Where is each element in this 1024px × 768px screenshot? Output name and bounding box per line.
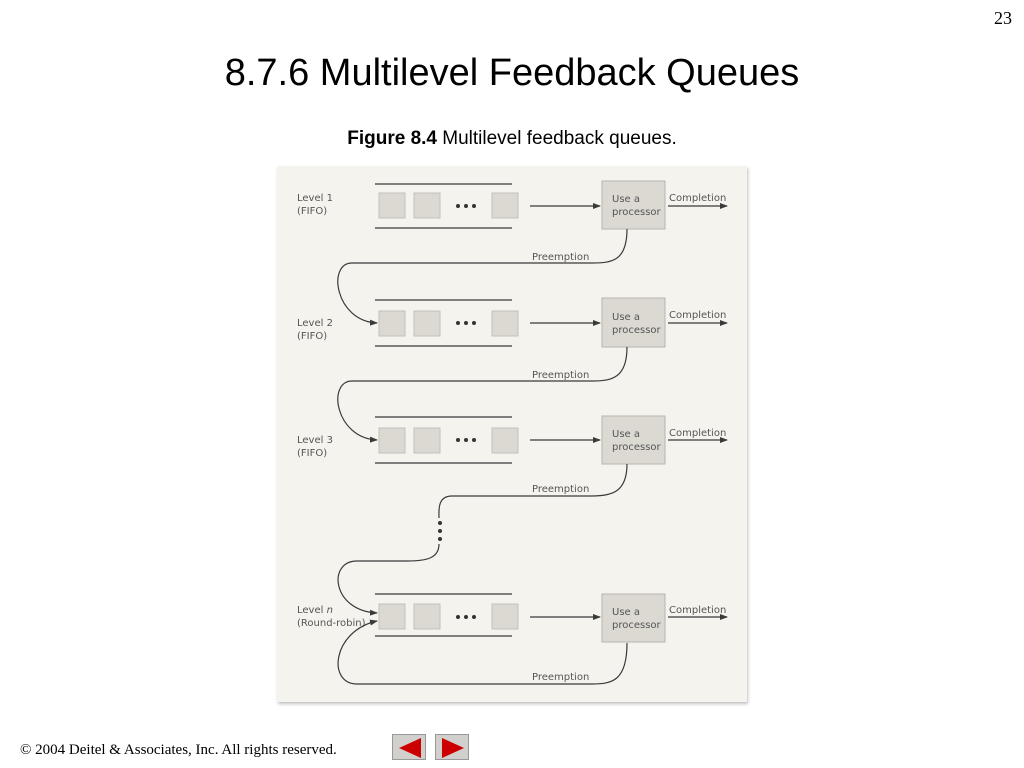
level-1-row: Level 1 (FIFO) Use a processor Completio… <box>297 180 728 326</box>
level-3-queue-slot <box>413 427 441 454</box>
level-n-label: Level n <box>297 605 333 616</box>
multilevel-feedback-queue-figure: Level 1 (FIFO) Use a processor Completio… <box>277 166 747 702</box>
level-3-row: Level 3 (FIFO) Use a processor Completio… <box>297 415 728 519</box>
level-1-policy: (FIFO) <box>297 206 327 217</box>
level-3-preemption-label: Preemption <box>532 484 589 495</box>
copyright-text: 2004 Deitel & Associates, Inc. All right… <box>31 742 337 758</box>
level-n-queue-slot <box>378 603 406 630</box>
level-3-ellipsis-icon <box>456 438 476 442</box>
level-n-queue-slot <box>413 603 441 630</box>
level-n-processor-box <box>601 593 666 643</box>
copyright-footer: © 2004 Deitel & Associates, Inc. All rig… <box>20 742 337 759</box>
level-2-row: Level 2 (FIFO) Use a processor Completio… <box>297 297 728 443</box>
level-2-ellipsis-icon <box>456 321 476 325</box>
level-2-queue-slot <box>378 310 406 337</box>
level-1-ellipsis-icon <box>456 204 476 208</box>
level-1-queue-slot <box>413 192 441 219</box>
copyright-symbol: © <box>20 742 32 758</box>
page-number: 23 <box>994 8 1012 28</box>
level-3-policy: (FIFO) <box>297 448 327 459</box>
level-3-label: Level 3 <box>297 435 333 446</box>
figure-caption: Figure 8.4 Multilevel feedback queues. <box>0 128 1024 150</box>
level-1-preemption-arrow <box>337 228 628 326</box>
diagram-canvas: Level 1 (FIFO) Use a processor Completio… <box>297 180 728 685</box>
level-n-completion-label: Completion <box>669 605 726 616</box>
vertical-ellipsis-icon <box>438 521 442 541</box>
level-n-ellipsis-icon <box>456 615 476 619</box>
next-slide-button[interactable] <box>435 734 469 760</box>
level-n-preemption-arrow <box>337 619 628 685</box>
level-3-processor-line2: processor <box>612 442 662 453</box>
level-1-queue-slot <box>491 192 519 219</box>
level-2-policy: (FIFO) <box>297 331 327 342</box>
level-2-processor-line1: Use a <box>612 312 640 323</box>
triangle-right-icon <box>442 738 464 758</box>
level-1-completion-label: Completion <box>669 193 726 204</box>
level-n-row: Level n (Round-robin) Use a processor Co… <box>297 593 728 685</box>
level-n-processor-line1: Use a <box>612 607 640 618</box>
level-3-queue-slot <box>491 427 519 454</box>
level-n-preemption-label: Preemption <box>532 672 589 683</box>
level-3-preemption-path <box>438 463 628 519</box>
continuation-arrow <box>337 543 440 616</box>
level-2-queue-slot <box>491 310 519 337</box>
level-3-queue-slot <box>378 427 406 454</box>
level-1-preemption-label: Preemption <box>532 252 589 263</box>
level-n-policy: (Round-robin) <box>297 618 366 629</box>
level-2-preemption-label: Preemption <box>532 370 589 381</box>
level-2-processor-line2: processor <box>612 325 662 336</box>
level-1-processor-box <box>601 180 666 230</box>
level-2-preemption-arrow <box>337 346 628 443</box>
level-1-label: Level 1 <box>297 193 333 204</box>
level-2-label: Level 2 <box>297 318 333 329</box>
slide-title: 8.7.6 Multilevel Feedback Queues <box>224 52 800 94</box>
previous-slide-button[interactable] <box>392 734 426 760</box>
level-1-processor-line1: Use a <box>612 194 640 205</box>
level-2-completion-label: Completion <box>669 310 726 321</box>
level-2-queue-slot <box>413 310 441 337</box>
level-n-queue-slot <box>491 603 519 630</box>
level-3-processor-box <box>601 415 666 465</box>
level-3-processor-line1: Use a <box>612 429 640 440</box>
figure-caption-text: Multilevel feedback queues. <box>436 128 677 149</box>
level-1-queue-slot <box>378 192 406 219</box>
triangle-left-icon <box>399 738 421 758</box>
level-2-processor-box <box>601 297 666 348</box>
figure-caption-label: Figure 8.4 <box>347 128 437 149</box>
level-1-processor-line2: processor <box>612 207 662 218</box>
level-3-completion-label: Completion <box>669 428 726 439</box>
level-n-processor-line2: processor <box>612 620 662 631</box>
